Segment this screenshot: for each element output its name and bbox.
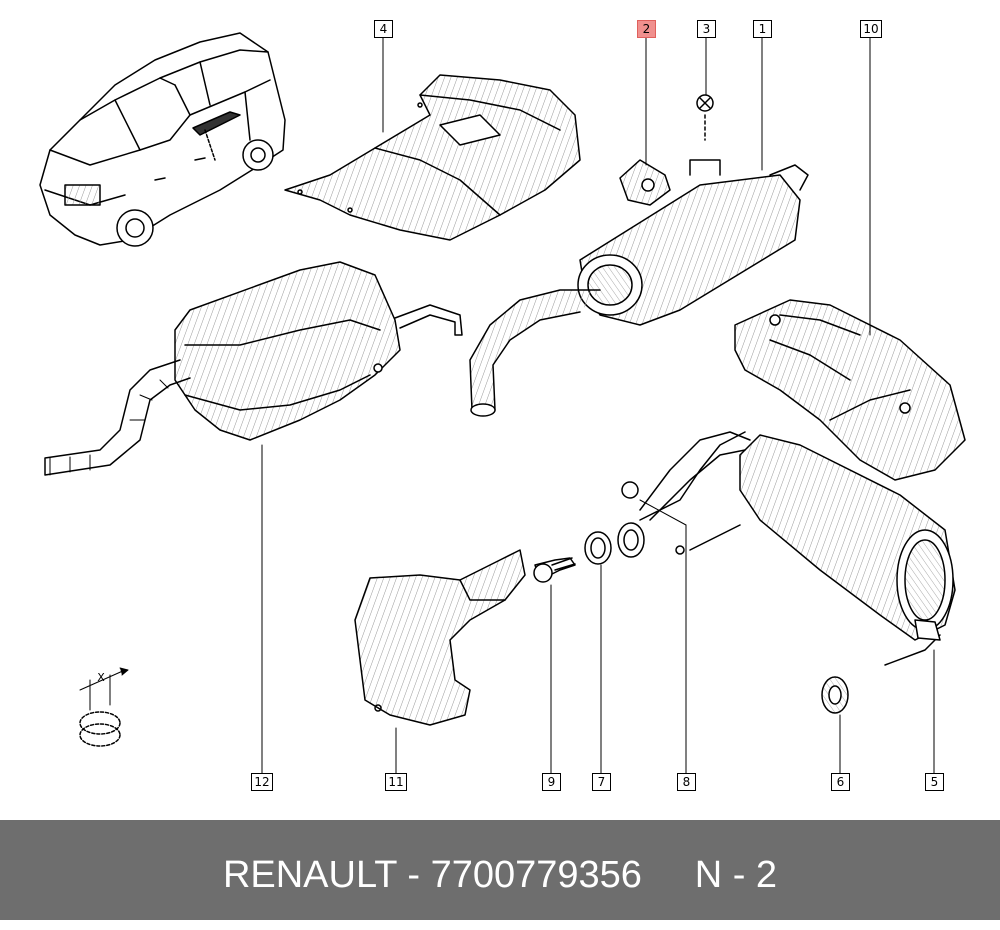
part-12-silencer-assembly xyxy=(44,261,466,476)
footer-part-number-text: RENAULT - 7700779356 N - 2 xyxy=(222,854,778,896)
torque-marker-symbol xyxy=(79,667,129,747)
callout-7: 7 xyxy=(592,773,611,791)
callout-1: 1 xyxy=(753,20,772,38)
callout-8: 8 xyxy=(677,773,696,791)
part-8-clamp xyxy=(617,431,746,558)
part-1-rear-silencer xyxy=(469,159,809,417)
vehicle-illustration xyxy=(39,32,286,247)
part-10-heat-shield xyxy=(734,299,966,481)
callout-5: 5 xyxy=(925,773,944,791)
part-6-nut xyxy=(821,676,849,714)
part-7-gasket xyxy=(584,531,612,565)
part-2-rubber-mount xyxy=(619,159,671,206)
torque-marker-label: X xyxy=(97,671,105,684)
part-9-bolt xyxy=(533,557,576,583)
callout-6: 6 xyxy=(831,773,850,791)
part-3-clip xyxy=(696,94,714,141)
callout-9: 9 xyxy=(542,773,561,791)
callout-10: 10 xyxy=(860,20,882,38)
callout-3: 3 xyxy=(697,20,716,38)
exhaust-exploded-diagram: X xyxy=(39,32,966,776)
part-4-heat-shield xyxy=(284,74,581,241)
callout-11: 11 xyxy=(385,773,407,791)
part-5-main-silencer xyxy=(639,431,956,666)
part-11-heat-shield xyxy=(354,549,526,726)
callout-2: 2 xyxy=(637,20,656,38)
leader-lines xyxy=(261,36,935,776)
callout-4: 4 xyxy=(374,20,393,38)
callout-12: 12 xyxy=(251,773,273,791)
footer-banner: RENAULT - 7700779356 N - 2 xyxy=(0,820,1000,920)
